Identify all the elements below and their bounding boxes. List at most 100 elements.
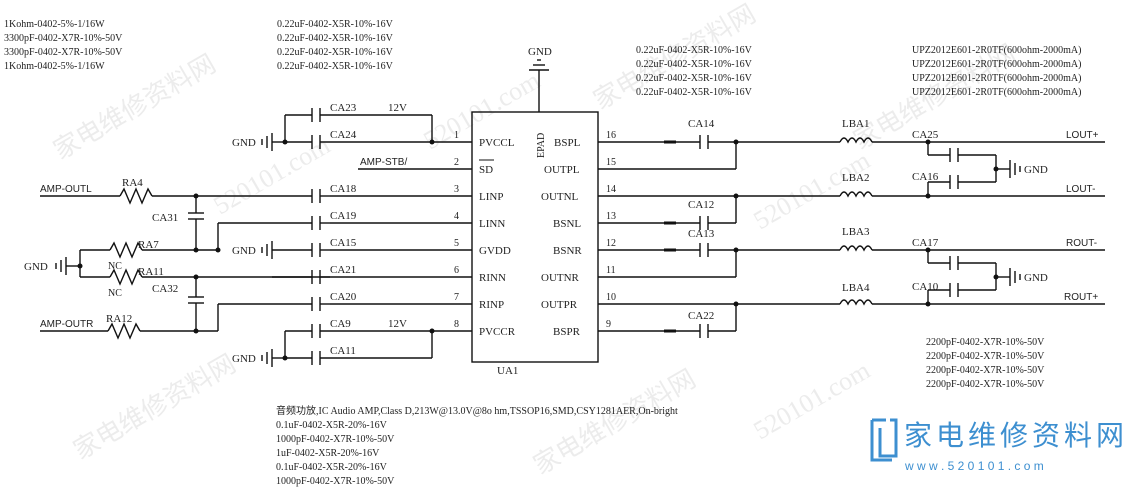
note-line: UPZ2012E601-2R0TF(600ohm-2000mA) xyxy=(912,59,1081,70)
note-line: 0.22uF-0402-X5R-10%-16V xyxy=(277,61,394,72)
notes-bottom: 音频功放,IC Audio AMP,Class D,213W@13.0V@8o … xyxy=(276,404,678,487)
pin-4: 4 LINN xyxy=(330,211,505,230)
pin-name: OUTPL xyxy=(544,164,580,176)
voltage-label: 12V xyxy=(388,102,407,114)
notes-top-mid: 0.22uF-0402-X5R-10%-16V 0.22uF-0402-X5R-… xyxy=(277,19,394,72)
pin-number: 2 xyxy=(454,157,459,168)
bootstrap-caps: CA14 CA12 CA13 CA22 xyxy=(664,118,739,338)
note-line: 3300pF-0402-X7R-10%-50V xyxy=(4,33,123,44)
note-line: 1000pF-0402-X7R-10%-50V xyxy=(276,476,395,487)
pin-name: LINP xyxy=(479,191,503,203)
ic-epad-label: EPAD xyxy=(536,133,547,158)
cap-label: CA12 xyxy=(688,199,714,211)
gvdd-decoupling: GND CA15 xyxy=(232,237,357,259)
note-line: 0.22uF-0402-X5R-10%-16V xyxy=(636,45,753,56)
pin-name: RINN xyxy=(479,272,506,284)
bead-label: LBA1 xyxy=(842,118,870,130)
pin-number: 3 xyxy=(454,184,459,195)
note-line: 2200pF-0402-X7R-10%-50V xyxy=(926,365,1045,376)
pin-15: 15 OUTPL xyxy=(544,157,736,176)
pin-name: BSPL xyxy=(554,137,581,149)
gnd-label: GND xyxy=(232,353,256,365)
cap-label: CA24 xyxy=(330,129,357,141)
cap-label: CA25 xyxy=(912,129,939,141)
res-label: RA11 xyxy=(138,266,164,278)
net-label-rout-minus: ROUT- xyxy=(1066,238,1097,249)
pin-name: SD xyxy=(479,164,493,176)
note-line: 0.22uF-0402-X5R-10%-16V xyxy=(636,87,753,98)
pin-number: 5 xyxy=(454,238,459,249)
gnd-label: GND xyxy=(24,261,48,273)
bg-watermark: 520101.com xyxy=(749,355,875,445)
net-label-amp-outr: AMP-OUTR xyxy=(40,319,93,330)
net-label-amp-outl: AMP-OUTL xyxy=(40,184,92,195)
nc-label: NC xyxy=(108,288,122,299)
pin-number: 10 xyxy=(606,292,616,303)
net-label-lout-plus: LOUT+ xyxy=(1066,130,1099,141)
gnd-label: GND xyxy=(1024,272,1048,284)
pin-name: PVCCL xyxy=(479,137,515,149)
note-line: 0.22uF-0402-X5R-10%-16V xyxy=(277,47,394,58)
note-line: UPZ2012E601-2R0TF(600ohm-2000mA) xyxy=(912,87,1081,98)
note-line: 3300pF-0402-X7R-10%-50V xyxy=(4,47,123,58)
note-line: 2200pF-0402-X7R-10%-50V xyxy=(926,337,1045,348)
pin-16: 16 BSPL xyxy=(554,130,670,149)
net-label-rout-plus: ROUT+ xyxy=(1064,292,1098,303)
note-line: 0.22uF-0402-X5R-10%-16V xyxy=(277,19,394,30)
note-line: 1uF-0402-X5R-20%-16V xyxy=(276,448,380,459)
cap-label: CA21 xyxy=(330,264,356,276)
cap-label: CA17 xyxy=(912,237,939,249)
note-line: 0.1uF-0402-X5R-20%-16V xyxy=(276,420,388,431)
brand-name: 家电维修资料网 xyxy=(904,420,1128,452)
bg-watermark: 520101.com xyxy=(749,145,875,235)
bg-watermark: 家电维修资料网 xyxy=(69,349,241,465)
cap-label: CA14 xyxy=(688,118,715,130)
pin-name: OUTNR xyxy=(541,272,580,284)
pin-name: OUTPR xyxy=(541,299,578,311)
left-gnd-node: GND xyxy=(24,250,83,277)
net-label-amp-stb: AMP-STB/ xyxy=(360,157,407,168)
pin-3: 3 LINP xyxy=(330,184,503,203)
pin-number: 15 xyxy=(606,157,616,168)
cap-label: CA10 xyxy=(912,281,939,293)
note-line: 2200pF-0402-X7R-10%-50V xyxy=(926,351,1045,362)
ic-left-pins: 1 PVCCL 2 SD 3 LINP 4 LINN 5 GVDD 6 RINN xyxy=(196,130,516,338)
pin-6: 6 RINN xyxy=(196,265,506,284)
gnd-label: GND xyxy=(232,245,256,257)
cap-label: CA13 xyxy=(688,228,715,240)
note-line: 0.22uF-0402-X5R-10%-16V xyxy=(636,59,753,70)
pin-14: 14 OUTNL xyxy=(541,184,840,203)
cap-label: CA20 xyxy=(330,291,357,303)
nc-label: NC xyxy=(108,261,122,272)
note-line: 1000pF-0402-X7R-10%-50V xyxy=(276,434,395,445)
bead-label: LBA4 xyxy=(842,282,870,294)
pin-number: 12 xyxy=(606,238,616,249)
res-label: RA12 xyxy=(106,313,132,325)
note-line: 1Kohm-0402-5%-1/16W xyxy=(4,19,105,30)
pin-number: 14 xyxy=(606,184,616,195)
note-line: 音频功放,IC Audio AMP,Class D,213W@13.0V@8o … xyxy=(276,404,678,417)
cap-label: CA22 xyxy=(688,310,714,322)
cap-label: CA31 xyxy=(152,212,178,224)
pin-1: 1 PVCCL xyxy=(432,130,515,149)
pin-9: 9 BSPR xyxy=(553,319,670,338)
pin-name: BSNR xyxy=(553,245,582,257)
note-line: 1Kohm-0402-5%-1/16W xyxy=(4,61,105,72)
bead-label: LBA2 xyxy=(842,172,870,184)
notes-top-right: 0.22uF-0402-X5R-10%-16V 0.22uF-0402-X5R-… xyxy=(636,45,753,98)
gnd-label: GND xyxy=(232,137,256,149)
right-input-network: RA11 NC CA21 CA32 CA20 AMP-OUTR RA12 xyxy=(40,264,357,340)
cap-label: CA9 xyxy=(330,318,351,330)
net-label-lout-minus: LOUT- xyxy=(1066,184,1095,195)
bg-watermark: 家电维修资料网 xyxy=(529,364,701,480)
notes-top-far: UPZ2012E601-2R0TF(600ohm-2000mA) UPZ2012… xyxy=(912,45,1081,98)
res-label: RA4 xyxy=(122,177,143,189)
pin-number: 4 xyxy=(454,211,459,222)
pin-8: 8 PVCCR xyxy=(432,319,516,338)
left-input-network: AMP-OUTL RA4 CA18 CA31 CA19 RA7 NC xyxy=(40,177,357,272)
res-label: RA7 xyxy=(138,239,159,251)
pin-number: 16 xyxy=(606,130,616,141)
pin-11: 11 OUTNR xyxy=(541,265,736,284)
